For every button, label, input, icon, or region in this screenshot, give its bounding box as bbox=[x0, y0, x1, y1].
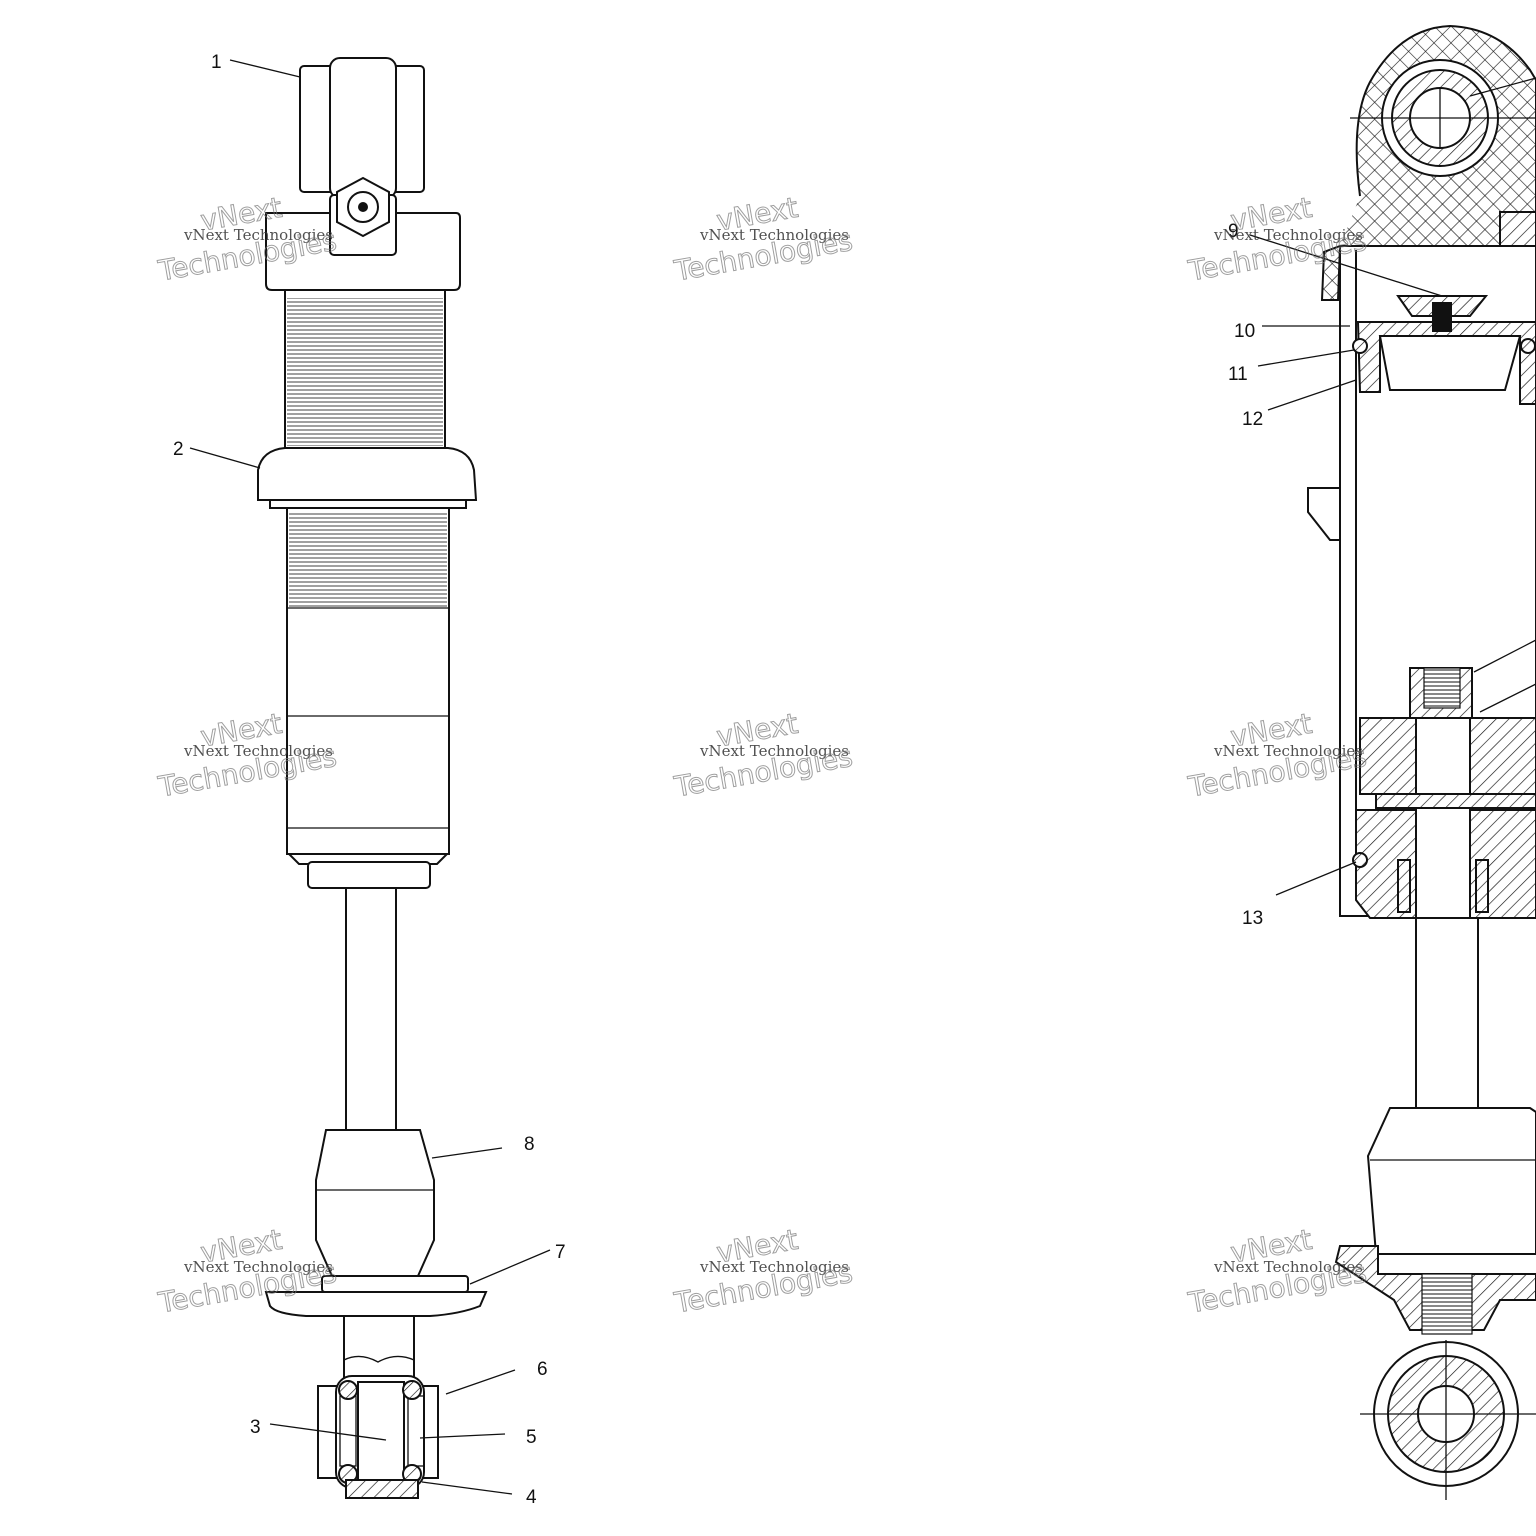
callout-5: 5 bbox=[526, 1427, 537, 1448]
svg-text:vNext Technologies: vNext Technologies bbox=[699, 226, 849, 244]
callout-11: 11 bbox=[1228, 364, 1248, 385]
callout-3: 3 bbox=[250, 1417, 261, 1438]
svg-text:vNext Technologies: vNext Technologies bbox=[1213, 1258, 1363, 1276]
section-piston-rod bbox=[1415, 917, 1479, 1109]
svg-text:vNext Technologies: vNext Technologies bbox=[183, 742, 333, 760]
svg-text:vNext Technologies: vNext Technologies bbox=[699, 1258, 849, 1276]
watermark: vNext vNext Technologies Technologies bbox=[671, 190, 856, 288]
piston-rod bbox=[345, 887, 397, 1134]
threaded-body-upper bbox=[284, 289, 446, 453]
spring-retainer bbox=[264, 1291, 488, 1317]
shock-body-lower bbox=[286, 507, 450, 889]
shock-external-view bbox=[257, 57, 488, 1499]
section-bump-stop bbox=[1366, 1107, 1536, 1255]
callout-13: 13 bbox=[1242, 908, 1263, 929]
svg-text:vNext Technologies: vNext Technologies bbox=[1213, 742, 1363, 760]
svg-text:vNext Technologies: vNext Technologies bbox=[183, 226, 333, 244]
lower-shaft bbox=[343, 1315, 415, 1379]
top-eyelet bbox=[299, 57, 425, 199]
callout-2: 2 bbox=[173, 439, 184, 460]
svg-text:vNext Technologies: vNext Technologies bbox=[183, 1258, 333, 1276]
floating-piston bbox=[1352, 295, 1536, 405]
watermark: vNext vNext Technologies Technologies bbox=[671, 1222, 856, 1320]
bottom-eyelet bbox=[317, 1375, 439, 1499]
svg-text:vNext Technologies: vNext Technologies bbox=[1213, 226, 1363, 244]
watermark: vNext vNext Technologies Technologies bbox=[1185, 1222, 1370, 1320]
spring-collar bbox=[257, 447, 478, 501]
svg-text:vNext Technologies: vNext Technologies bbox=[699, 742, 849, 760]
callout-6: 6 bbox=[537, 1359, 548, 1380]
section-bottom-eye bbox=[1360, 1340, 1536, 1500]
callout-7: 7 bbox=[555, 1242, 566, 1263]
main-piston bbox=[1352, 667, 1536, 919]
watermark: vNext vNext Technologies Technologies bbox=[671, 706, 856, 804]
leader-lines bbox=[189, 59, 1536, 1495]
callouts: 1 2 3 4 5 6 7 8 9 10 11 12 13 bbox=[173, 52, 1263, 1508]
bump-stop bbox=[315, 1129, 435, 1277]
callout-12: 12 bbox=[1242, 409, 1263, 430]
callout-8: 8 bbox=[524, 1134, 535, 1155]
callout-4: 4 bbox=[526, 1487, 537, 1508]
shock-cross-section bbox=[1307, 24, 1536, 1500]
callout-9: 9 bbox=[1228, 221, 1239, 242]
watermark: vNext vNext Technologies Technologies bbox=[155, 1222, 340, 1320]
callout-1: 1 bbox=[211, 52, 222, 73]
callout-10: 10 bbox=[1234, 321, 1255, 342]
